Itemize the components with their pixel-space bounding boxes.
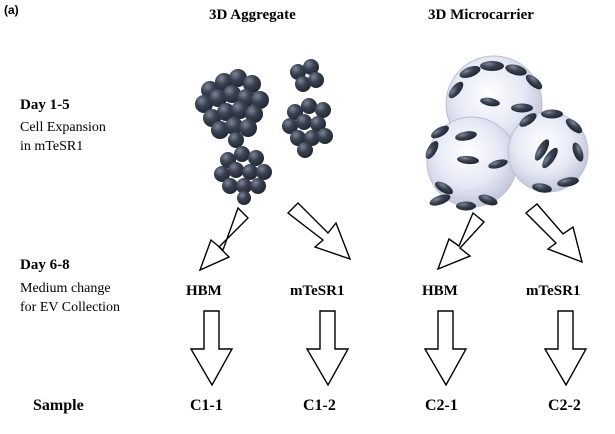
- column-header-microcarrier: 3D Microcarrier: [428, 7, 534, 23]
- step-1-desc-line-2: in mTeSR1: [20, 139, 84, 154]
- step-1-desc-line-1: Cell Expansion: [20, 120, 106, 135]
- panel-label: (a): [4, 3, 19, 17]
- microcarrier-bead-right: [507, 109, 589, 193]
- step-1-day: Day 1-5: [20, 97, 70, 113]
- arrow-aggregate-to-hbm: [198, 206, 249, 272]
- arrow-mtesr1-to-c1-2: [305, 310, 350, 387]
- arrow-aggregate-to-mtesr1: [286, 202, 352, 261]
- arrow-mtesr1-to-c2-2: [543, 310, 588, 387]
- step-2-desc-line-1: Medium change: [20, 281, 111, 296]
- condition-label: mTeSR1: [290, 283, 345, 299]
- sample-id: C1-1: [190, 397, 223, 414]
- aggregate-cluster-small: [290, 59, 324, 92]
- arrow-hbm-to-c1-1: [189, 310, 234, 387]
- arrow-microcarrier-to-hbm: [436, 211, 486, 271]
- sample-row-label: Sample: [33, 397, 84, 414]
- microcarrier-bead-left: [425, 116, 518, 211]
- sample-id: C2-2: [548, 397, 581, 414]
- column-header-aggregate: 3D Aggregate: [209, 7, 296, 23]
- condition-label: HBM: [186, 283, 222, 299]
- aggregate-cluster-large: [195, 69, 269, 148]
- sample-id: C1-2: [303, 397, 336, 414]
- aggregate-cluster-bottom: [214, 146, 272, 205]
- aggregate-cluster-medium: [282, 98, 333, 158]
- step-2-day: Day 6-8: [20, 257, 70, 273]
- step-2-desc-line-2: for EV Collection: [20, 300, 121, 315]
- arrow-microcarrier-to-mtesr1: [524, 203, 584, 264]
- sample-id: C2-1: [425, 397, 458, 414]
- condition-label: mTeSR1: [526, 283, 581, 299]
- condition-label: HBM: [422, 283, 458, 299]
- arrow-hbm-to-c2-1: [423, 310, 468, 387]
